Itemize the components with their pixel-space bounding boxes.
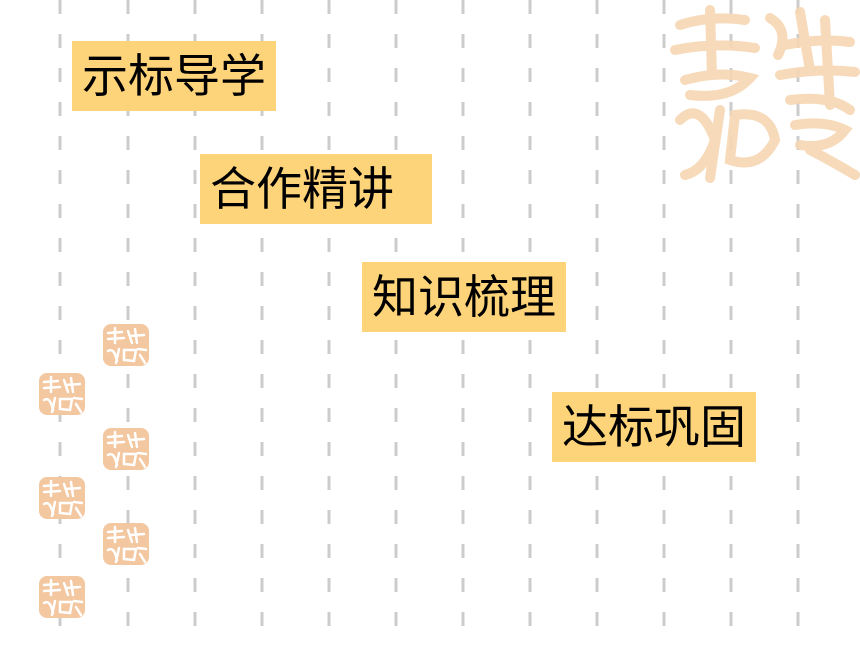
small-seal-stamp-icon [39, 477, 85, 519]
menu-item-3[interactable]: 知识梳理 [362, 262, 566, 332]
small-seal-stamp-icon [103, 428, 149, 470]
menu-item-1[interactable]: 示标导学 [72, 41, 276, 111]
menu-item-2[interactable]: 合作精讲 [200, 154, 432, 224]
small-seal-stamp-icon [39, 576, 85, 618]
menu-item-4[interactable]: 达标巩固 [552, 392, 756, 462]
small-seal-stamp-icon [39, 373, 85, 415]
small-seal-stamp-icon [103, 324, 149, 366]
calligraphy-seal-icon [670, 5, 860, 183]
small-seal-stamp-icon [103, 523, 149, 565]
